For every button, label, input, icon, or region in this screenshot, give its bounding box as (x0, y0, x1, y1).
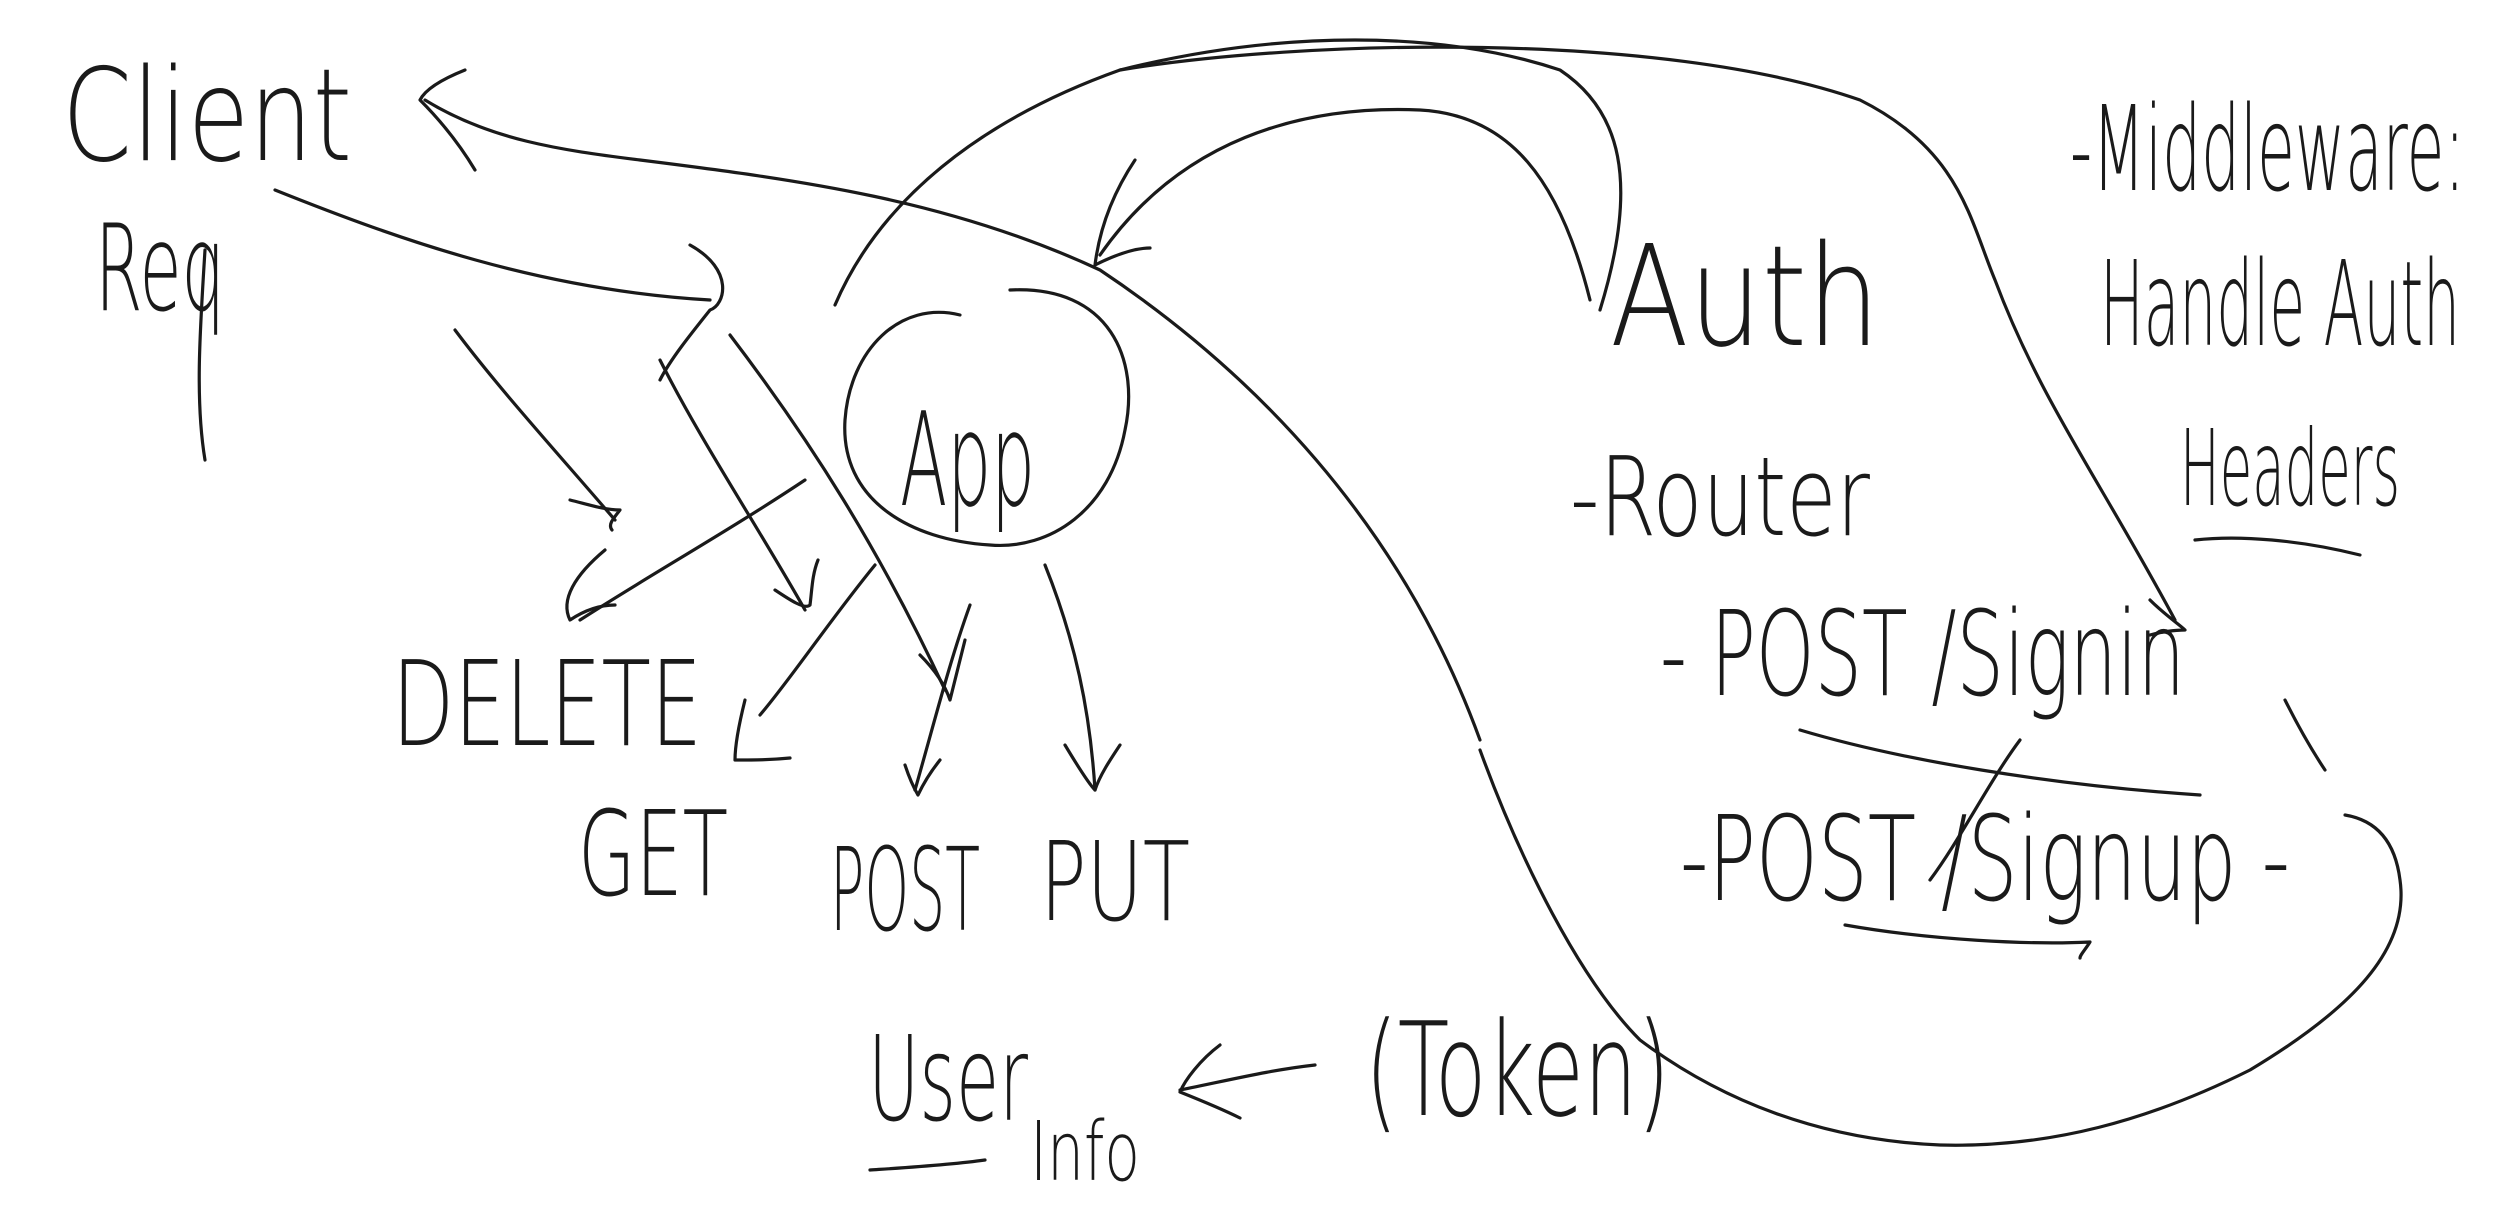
arrow-auth-top (1098, 107, 1592, 302)
label-headers: Headers (2180, 408, 2400, 530)
signin-underline (1798, 728, 2202, 797)
label-delete: DELETE (392, 635, 702, 773)
arrow-app-to-get (758, 563, 877, 717)
arrow-to-get (658, 358, 807, 612)
req-line (197, 248, 207, 462)
label-handle-auth: Handle Auth (2100, 235, 2460, 373)
arrow-app-to-auth (833, 38, 1623, 312)
arrow-middleware-curve (1118, 45, 2177, 622)
arrow-app-to-post (913, 603, 972, 792)
arrow-to-delete-in (453, 328, 617, 522)
arrow-to-client-head (418, 68, 477, 172)
label-post: POST (830, 824, 980, 958)
arrow-app-to-put-head (1063, 743, 1122, 792)
arrow-app-to-put (1043, 563, 1097, 792)
arrow-auth-top-head (1093, 158, 1152, 267)
label-token: (Token) (1365, 994, 1670, 1146)
arrow-req-to-app-head (658, 243, 725, 382)
label-middleware: -Middleware: (2070, 80, 2465, 218)
arrow-to-get-head (773, 558, 820, 608)
arrow-req-to-app (273, 188, 712, 302)
arrow-to-client (423, 98, 1482, 742)
label-post-signup: -POST /Signup - (1680, 790, 2290, 928)
auth-routes-loop (1478, 748, 2403, 1147)
arrow-req-to-post-head (918, 638, 967, 702)
label-app: App (900, 384, 1035, 536)
label-router: -Router (1570, 433, 1871, 561)
arrow-token-to-userinfo-head (1178, 1043, 1242, 1120)
arrow-app-to-post-head (903, 758, 942, 797)
label-put: PUT (1040, 818, 1190, 946)
label-req: Req (95, 200, 225, 339)
label-auth: Auth (1610, 216, 1880, 379)
arrow-middleware-curve-head (2148, 598, 2187, 637)
label-get: GET (578, 785, 728, 923)
arrow-token-to-userinfo (1178, 1063, 1317, 1092)
user-underline (868, 1158, 987, 1172)
arrow-req-to-post (728, 333, 947, 692)
arrow-app-to-get-head (733, 698, 792, 762)
label-post-signin: - POST /Signin (1660, 585, 2185, 723)
label-client: Client (62, 42, 352, 191)
signup-underline (1843, 923, 2092, 960)
app-circle (843, 288, 1131, 548)
arrow-app-to-delete (578, 478, 807, 622)
signin-slash (1928, 738, 2022, 882)
headers-underline (2193, 536, 2362, 557)
arrow-app-to-delete-head (565, 548, 617, 622)
auth-routes-loop-tail (2283, 698, 2327, 772)
label-info: Info (1030, 1105, 1140, 1200)
label-user: User (868, 1010, 1028, 1148)
arrow-to-delete-in-head (568, 498, 622, 532)
